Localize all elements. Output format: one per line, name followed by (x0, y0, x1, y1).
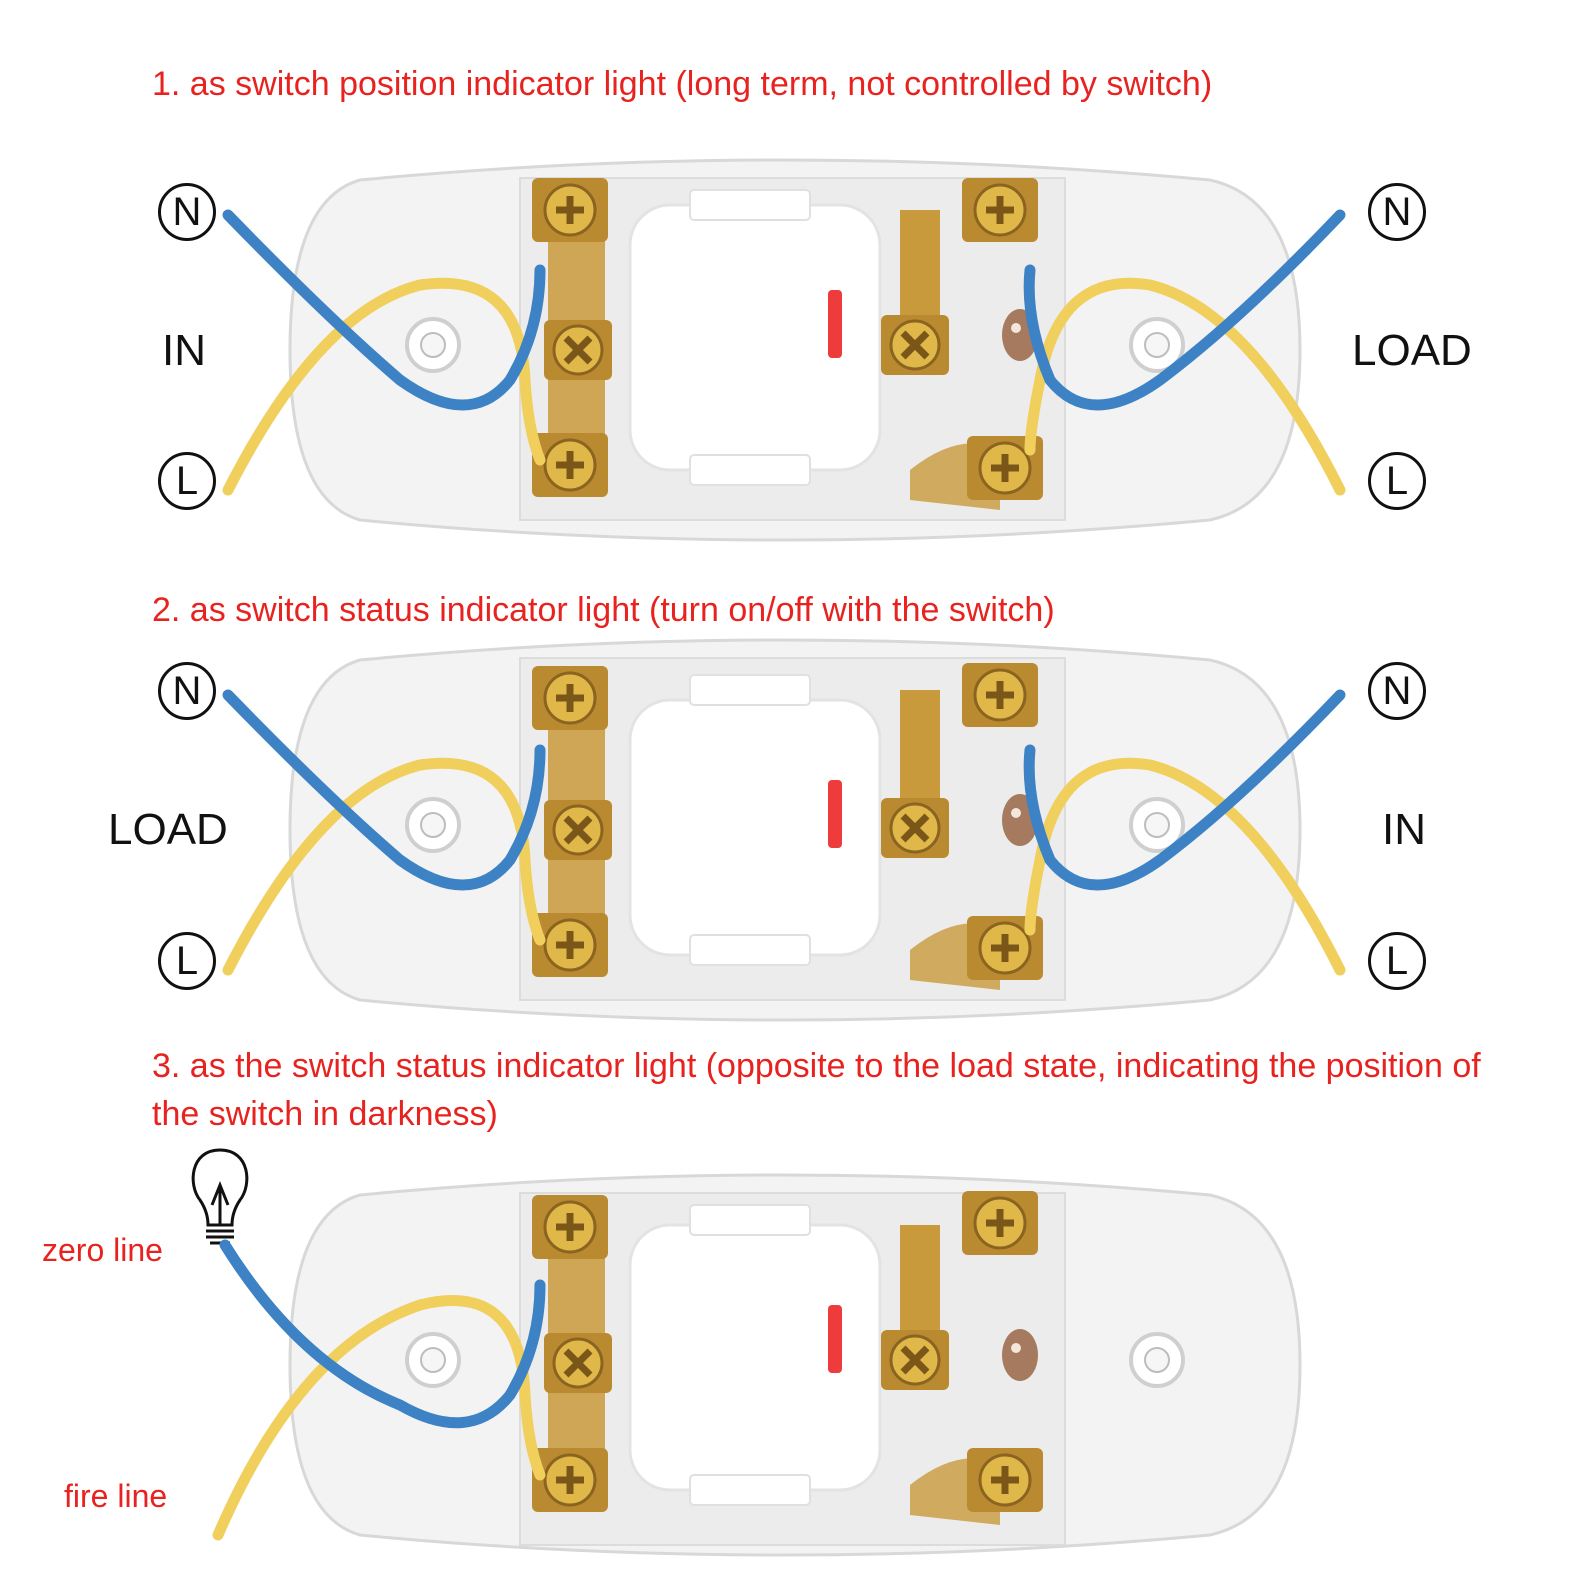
live-wire (212, 1295, 546, 1541)
diagram-2-left-l-badge: L (158, 932, 216, 990)
fire-line-label: fire line (64, 1478, 168, 1514)
indicator-mark (828, 1305, 842, 1373)
zero-line-label: zero line (42, 1232, 163, 1268)
diagram-1-right-l-badge: L (1368, 452, 1426, 510)
toggle-switch-icon (628, 674, 882, 966)
diagram-2-left-side-label: LOAD (108, 805, 228, 854)
screw-terminal-icons (532, 1191, 1043, 1512)
indicator-led-icon (1002, 1329, 1038, 1381)
neutral-wire-left (222, 689, 546, 891)
live-wire-right (1024, 757, 1346, 976)
indicator-mark (828, 290, 842, 358)
diagram-3-caption: 3. as the switch status indicator light … (152, 1047, 1481, 1133)
diagram-3-switch (191, 1148, 1302, 1557)
neutral-wire-right (1023, 689, 1346, 891)
diagram-1-right-n-badge: N (1368, 183, 1426, 241)
diagram-1-left-side-label: IN (162, 326, 206, 375)
diagram-2-right-side-label: IN (1382, 805, 1426, 854)
neutral-wire-left (222, 209, 546, 411)
live-wire-left (222, 757, 546, 976)
diagram-2-right-n-badge: N (1368, 662, 1426, 720)
diagram-2-left-n-badge: N (158, 662, 216, 720)
diagram-2-caption: 2. as switch status indicator light (tur… (152, 591, 1055, 629)
diagram-1-right-side-label: LOAD (1352, 326, 1472, 375)
screw-terminal-icons (532, 178, 1043, 500)
screw-terminal-icons (532, 663, 1043, 980)
toggle-switch-icon (628, 1204, 882, 1506)
diagram-2-right-l-badge: L (1368, 932, 1426, 990)
diagram-1-left-n-badge: N (158, 183, 216, 241)
diagram-1-left-l-badge: L (158, 452, 216, 510)
neutral-wire-right (1023, 209, 1346, 411)
neutral-wire (219, 1239, 546, 1429)
toggle-switch-icon (628, 189, 882, 486)
diagram-1-caption: 1. as switch position indicator light (l… (152, 65, 1213, 103)
wires (222, 689, 1346, 976)
light-bulb-icon (191, 1148, 249, 1245)
diagram-2-switch (222, 638, 1346, 1022)
live-wire-right (1024, 277, 1346, 496)
wires (212, 1239, 546, 1541)
indicator-mark (828, 780, 842, 848)
wires (222, 209, 1346, 496)
diagram-1-switch (222, 158, 1346, 542)
live-wire-left (222, 277, 546, 496)
